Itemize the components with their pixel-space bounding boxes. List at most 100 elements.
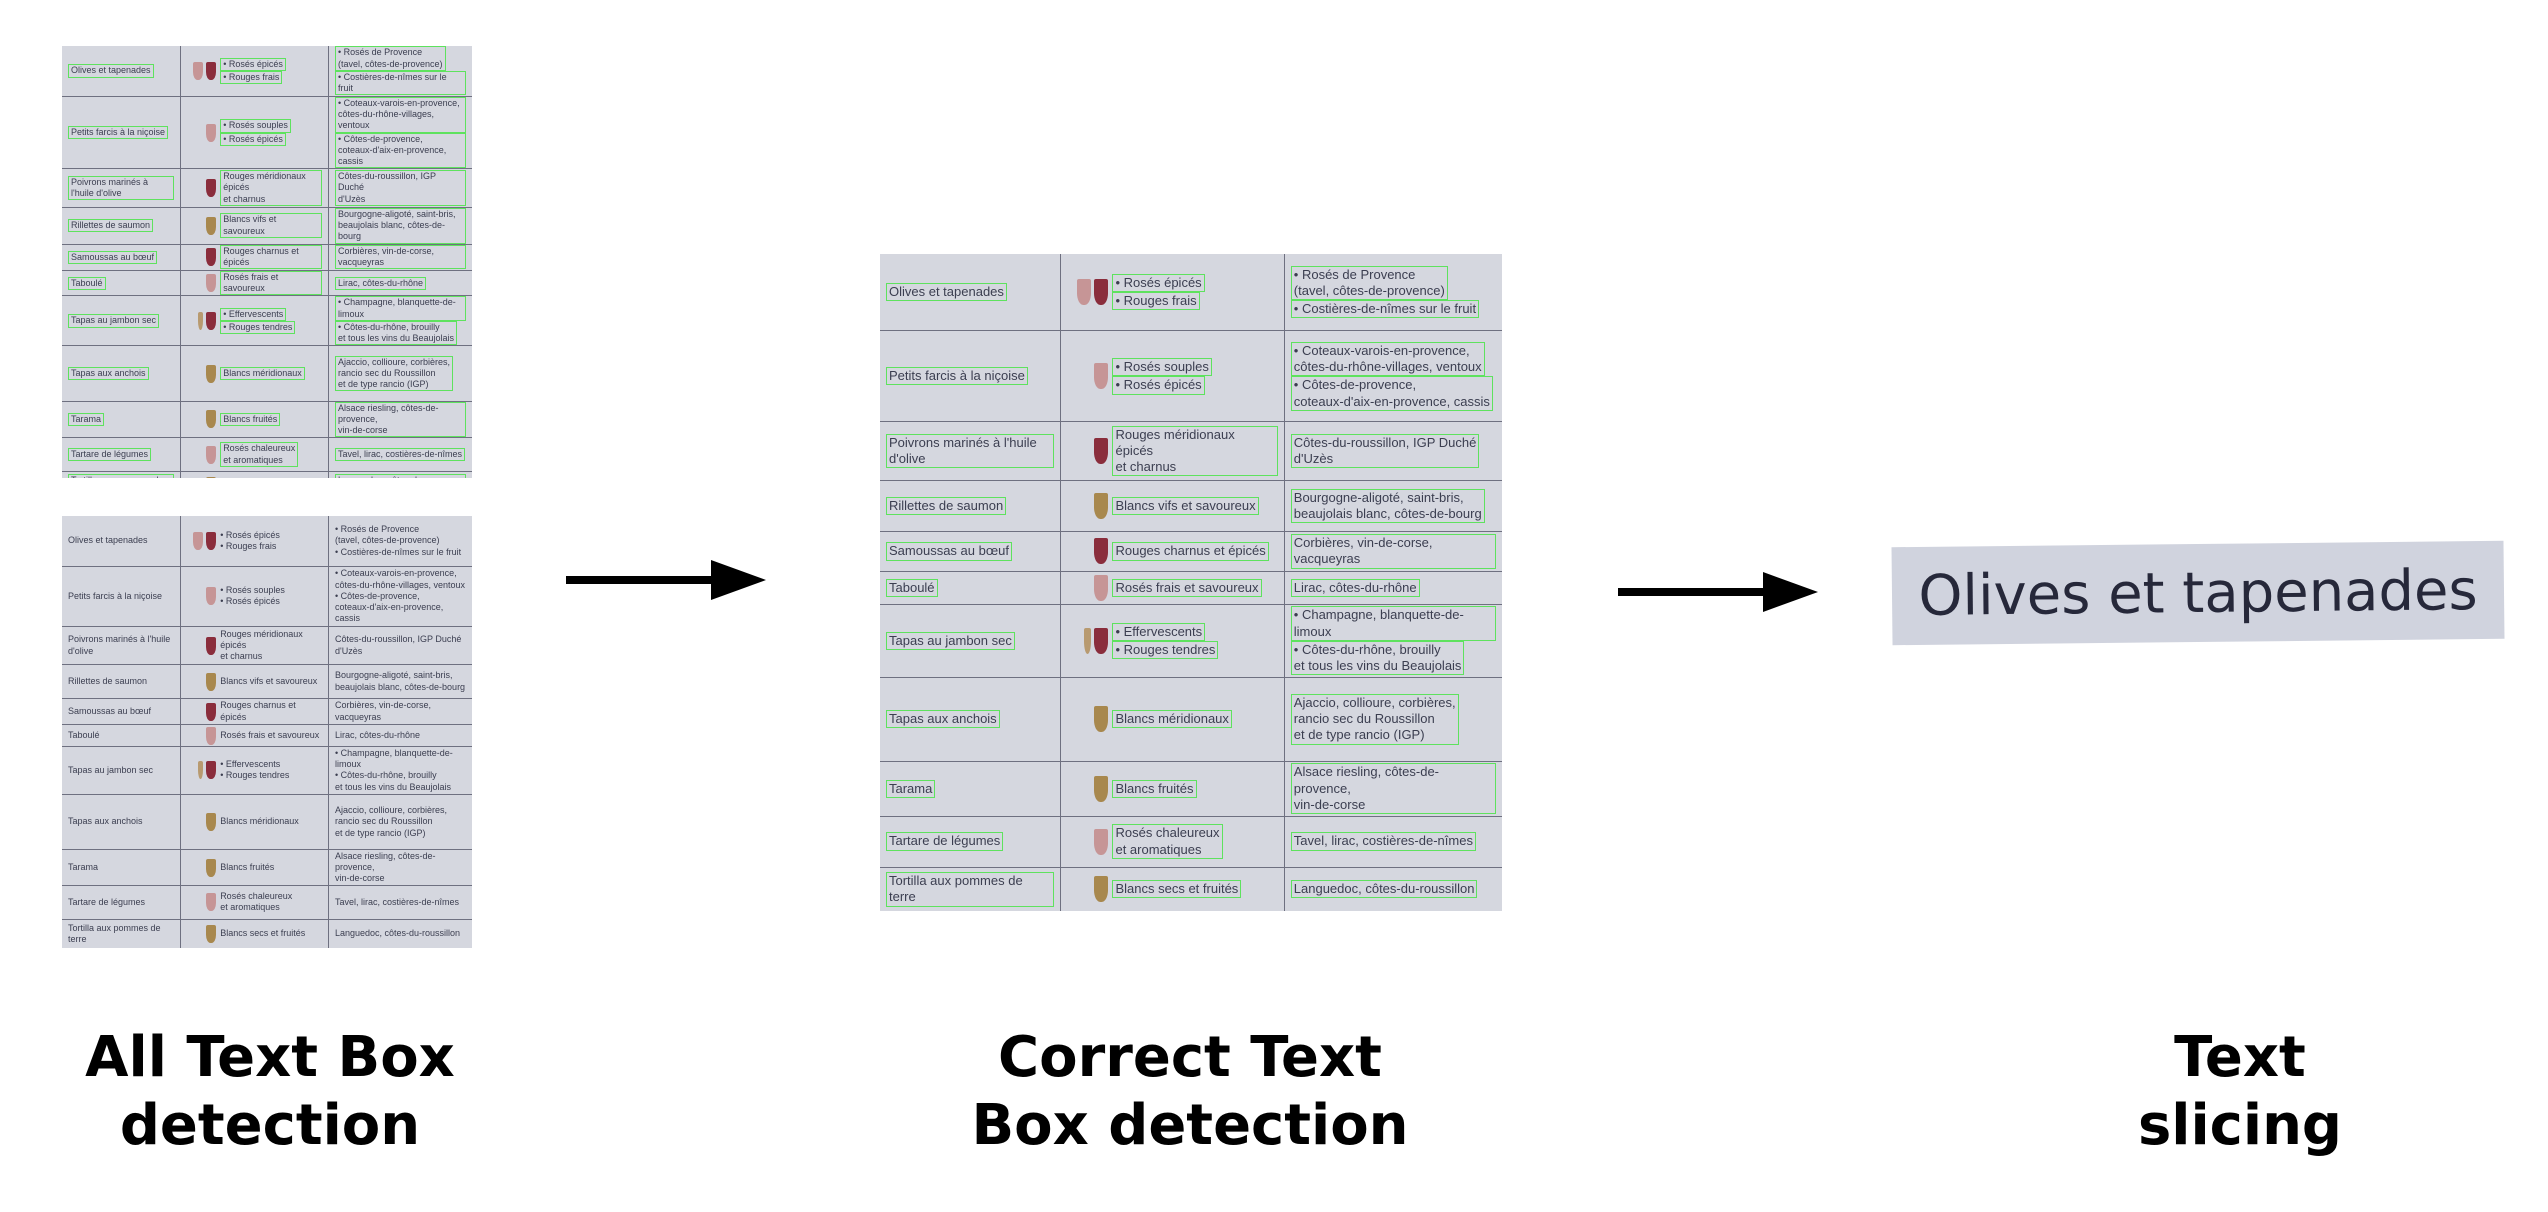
dish-name: Tarama: [68, 412, 105, 427]
dish-name: Petits farcis à la niçoise: [68, 590, 163, 601]
table-row: Petits farcis à la niçoise • Rosés souple…: [62, 566, 472, 627]
white-wine-glass-icon: [206, 216, 217, 235]
appellation-text: • Costières-de-nîmes sur le fruit: [334, 70, 466, 96]
dish-cell: Tartare de légumes: [62, 885, 182, 920]
rose-wine-glass-icon: [206, 726, 217, 745]
dish-name: Rillettes de saumon: [886, 496, 1007, 515]
wine-style-text: • Rosés épicés: [220, 132, 286, 146]
wine-style-cell: Blancs fruités: [1060, 761, 1285, 817]
red-wine-glass-icon: [206, 311, 217, 330]
appellation-cell: Tavel, lirac, costières-de-nîmes: [1284, 816, 1502, 868]
flute-wine-glass-icon: [198, 761, 204, 780]
wine-style-cell: Blancs secs et fruités: [180, 471, 329, 478]
dish-name: Taboulé: [68, 729, 100, 740]
dish-name: Taboulé: [68, 276, 106, 290]
red-wine-glass-icon: [206, 636, 217, 655]
wine-style-cell: Rosés frais et savoureux: [1060, 571, 1285, 605]
appellation-text: Côtes-du-roussillon, IGP Duché d'Uzès: [1290, 433, 1480, 469]
appellation-text: Bourgogne-aligoté, saint-bris, beaujolai…: [334, 207, 466, 244]
rose-wine-glass-icon: [206, 445, 217, 464]
rose-wine-glass-icon: [193, 531, 204, 550]
appellation-text: Côtes-du-roussillon, IGP Duché d'Uzès: [334, 634, 462, 656]
dish-name: Petits farcis à la niçoise: [886, 367, 1028, 386]
table-row: Olives et tapenades• Rosés épicés• Rouge…: [880, 254, 1502, 332]
wine-style-text: Rouges charnus et épicés: [220, 700, 296, 722]
appellation-cell: Languedoc, côtes-du-roussillon: [328, 471, 472, 478]
wine-style-text: • Rosés souples: [220, 585, 285, 596]
dish-cell: Poivrons marinés à l'huile d'olive: [62, 168, 182, 208]
all-detection-scan-bottom: Olives et tapenades• Rosés épicés• Rouge…: [62, 516, 472, 948]
appellation-text: • Rosés de Provence (tavel, côtes-de-pro…: [334, 46, 446, 71]
table-row: Taboulé Rosés frais et savoureux Lirac, cô…: [62, 724, 472, 747]
appellation-cell: Lirac, côtes-du-rhône: [328, 270, 472, 297]
wine-style-text: • Rosés épicés: [1112, 376, 1205, 395]
appellation-cell: Ajaccio, collioure, corbières, rancio se…: [328, 794, 472, 851]
appellation-text: Ajaccio, collioure, corbières, rancio se…: [334, 805, 448, 838]
wine-style-cell: Blancs fruités: [180, 849, 329, 887]
wine-style-text: • Effervescents: [1112, 622, 1206, 641]
wine-style-text: • Rouges tendres: [1112, 640, 1219, 660]
appellation-text: • Côtes-du-rhône, brouilly et tous les v…: [334, 770, 452, 792]
dish-cell: Olives et tapenades: [62, 46, 182, 97]
appellation-text: • Côtes-du-rhône, brouilly et tous les v…: [334, 320, 458, 346]
rose-wine-glass-icon: [1094, 574, 1109, 601]
wine-style-text: Rosés frais et savoureux: [220, 270, 322, 296]
rose-wine-glass-icon: [1094, 828, 1109, 855]
appellation-text: • Champagne, blanquette-de-limoux: [334, 296, 466, 321]
wine-style-text: Rouges méridionaux épicés et charnus: [220, 170, 322, 206]
appellation-text: Languedoc, côtes-du-roussillon: [334, 928, 461, 939]
dish-name: Tapas aux anchois: [68, 366, 149, 381]
wine-style-cell: Rouges méridionaux épicés et charnus: [1060, 421, 1285, 481]
wine-style-cell: Blancs fruités: [180, 401, 329, 439]
appellation-text: • Coteaux-varois-en-provence, côtes-du-r…: [334, 96, 466, 133]
correct-detection-scan: Olives et tapenades• Rosés épicés• Rouge…: [880, 254, 1502, 911]
appellation-text: Tavel, lirac, costières-de-nîmes: [334, 896, 460, 907]
appellation-text: • Coteaux-varois-en-provence, côtes-du-r…: [334, 568, 466, 590]
appellation-text: Lirac, côtes-du-rhône: [334, 729, 421, 740]
wine-style-text: • Rosés épicés: [220, 596, 280, 607]
appellation-cell: • Rosés de Provence (tavel, côtes-de-pro…: [328, 516, 472, 567]
flute-wine-glass-icon: [1084, 627, 1092, 654]
appellation-text: Corbières, vin-de-corse, vacqueyras: [334, 700, 432, 722]
table-row: Tapas au jambon sec• Effervescents• Roug…: [62, 295, 472, 347]
dish-cell: Taboulé: [880, 571, 1061, 605]
wine-style-text: • Rouges tendres: [220, 320, 296, 335]
wine-style-cell: Rosés frais et savoureux: [180, 724, 329, 747]
appellation-text: • Rosés de Provence (tavel, côtes-de-pro…: [1290, 265, 1448, 301]
wine-style-text: • Rouges frais: [1112, 292, 1200, 311]
appellation-text: Languedoc, côtes-du-roussillon: [334, 473, 466, 478]
red-wine-glass-icon: [206, 702, 217, 721]
caption-all-detection: All Text Box detection: [85, 1025, 455, 1158]
dish-name: Tortilla aux pommes de terre: [886, 872, 1054, 907]
rose-wine-glass-icon: [193, 61, 204, 80]
appellation-cell: • Rosés de Provence (tavel, côtes-de-pro…: [328, 46, 472, 97]
dish-name: Olives et tapenades: [68, 64, 154, 78]
wine-style-cell: • Rosés épicés• Rouges frais: [180, 516, 329, 567]
wine-style-cell: • Rosés souples• Rosés épicés: [180, 96, 329, 170]
wine-style-text: • Rosés épicés: [220, 529, 280, 540]
wine-style-cell: • Rosés épicés• Rouges frais: [1060, 254, 1285, 332]
dish-name: Tartare de légumes: [68, 896, 146, 907]
dish-name: Samoussas au bœuf: [68, 250, 158, 264]
rose-wine-glass-icon: [206, 587, 217, 606]
appellation-cell: Ajaccio, collioure, corbières, rancio se…: [328, 345, 472, 402]
appellation-cell: Languedoc, côtes-du-roussillon: [1284, 867, 1502, 911]
wine-style-text: • Rouges tendres: [220, 770, 290, 781]
white-wine-glass-icon: [1094, 775, 1109, 802]
appellation-cell: • Champagne, blanquette-de-limoux• Côtes…: [328, 295, 472, 347]
appellation-cell: Corbières, vin-de-corse, vacqueyras: [1284, 531, 1502, 573]
dish-name: Samoussas au bœuf: [68, 705, 152, 716]
dish-name: Petits farcis à la niçoise: [68, 126, 169, 140]
rose-wine-glass-icon: [206, 893, 217, 912]
